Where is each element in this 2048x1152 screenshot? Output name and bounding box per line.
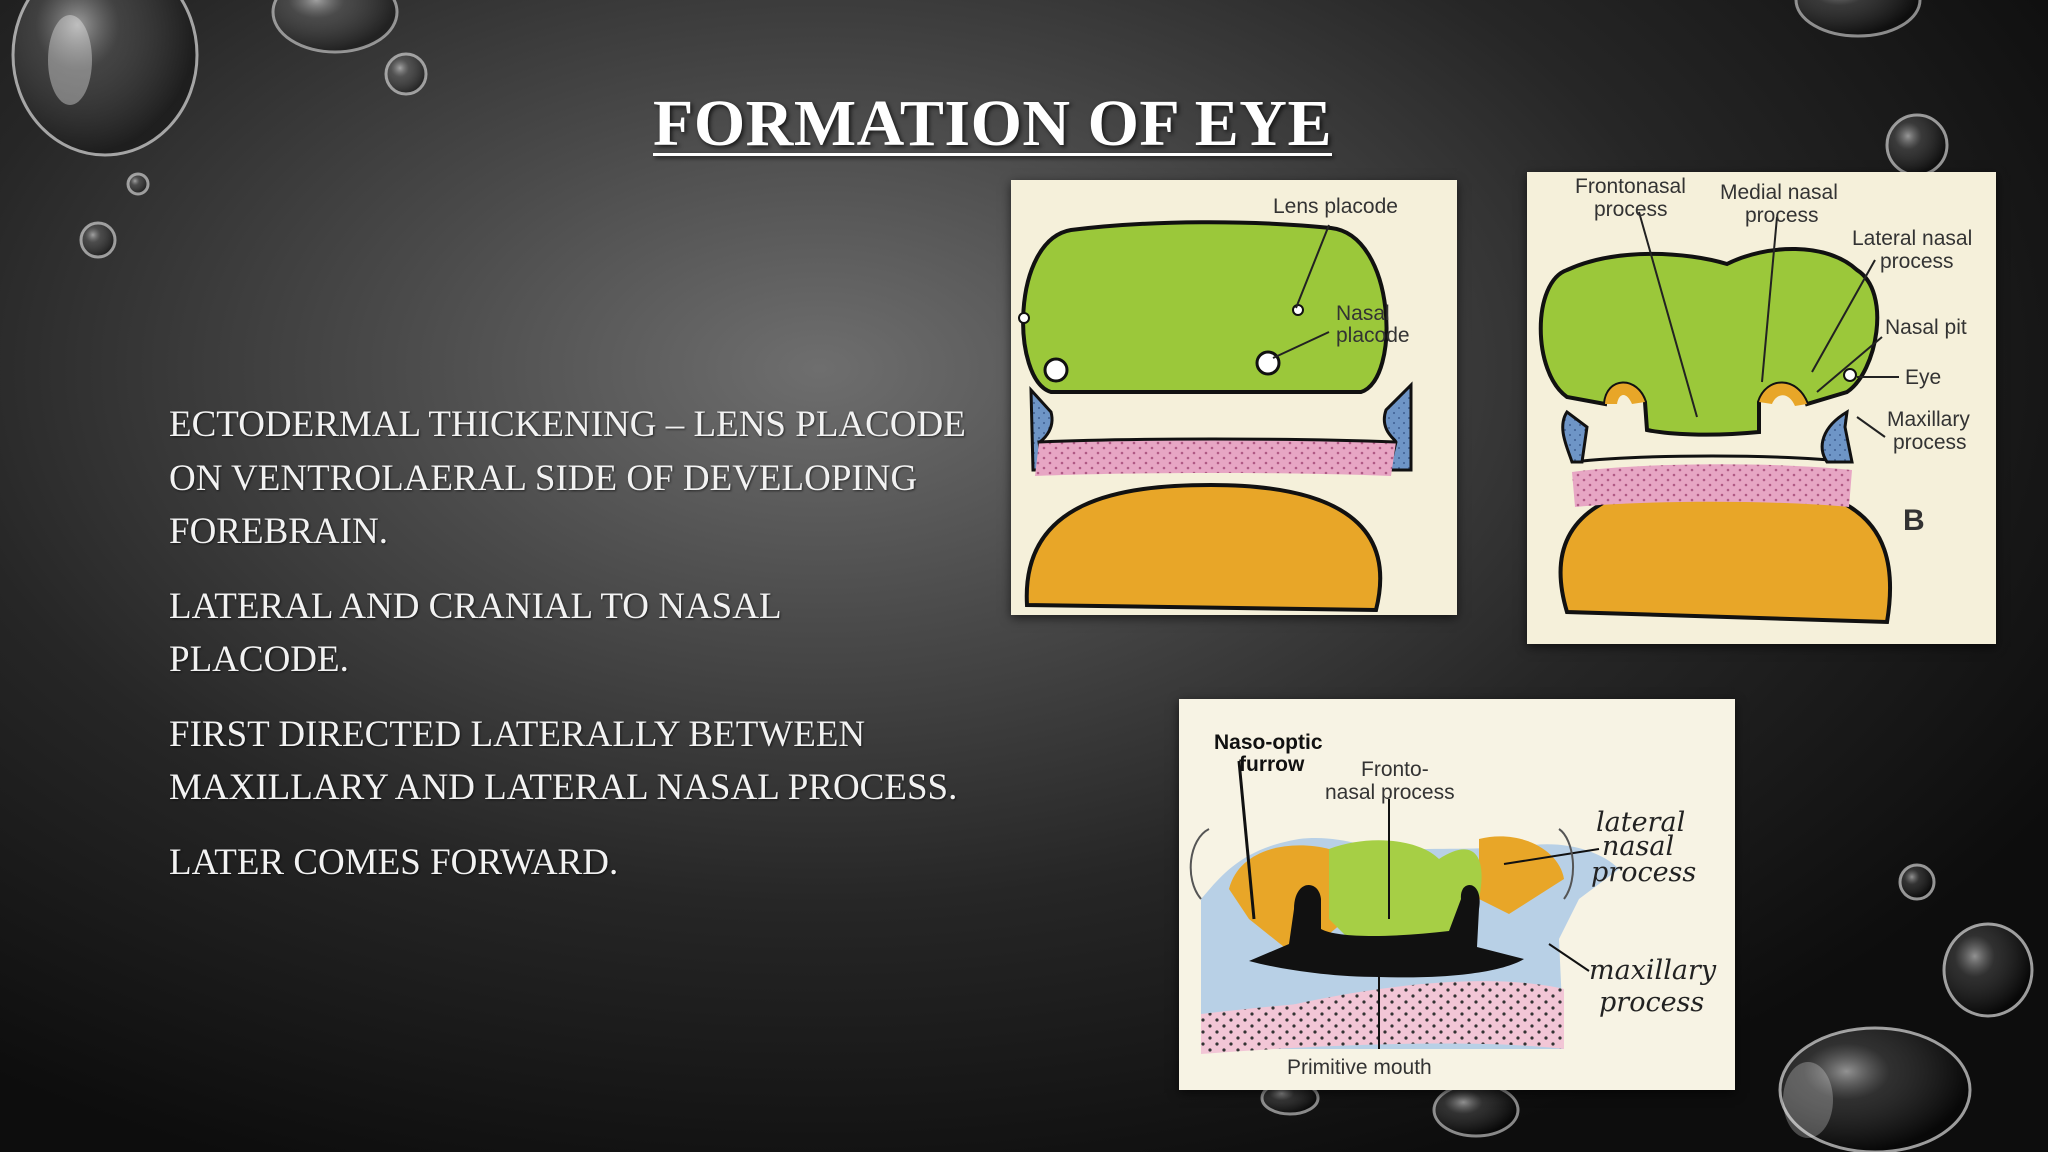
droplet-top-left-small xyxy=(271,0,399,54)
label-eye: Eye xyxy=(1905,366,1941,389)
label-medial-nasal-2: process xyxy=(1745,204,1819,227)
panel-letter: B xyxy=(1903,504,1925,537)
label-frontonasal-c-2: nasal process xyxy=(1325,781,1455,804)
figure-naso-optic-furrow: Naso-optic furrow Fronto- nasal process … xyxy=(1179,699,1735,1090)
label-lateral-nasal-c-3: process xyxy=(1591,857,1696,888)
label-lens-placode: Lens placode xyxy=(1273,195,1398,218)
label-naso-optic-2: furrow xyxy=(1239,753,1305,776)
label-frontonasal-c-1: Fronto- xyxy=(1361,758,1429,781)
figure-nasal-processes: Frontonasal process Medial nasal process… xyxy=(1527,172,1996,644)
label-medial-nasal-1: Medial nasal xyxy=(1720,181,1838,204)
droplet-top-right xyxy=(1794,0,1922,38)
label-nasal-pit: Nasal pit xyxy=(1885,316,1967,339)
label-lateral-nasal-2: process xyxy=(1880,250,1954,273)
slide-title: FORMATION OF EYE xyxy=(653,87,1332,160)
label-nasal-placode-2: placode xyxy=(1336,324,1410,347)
bullet-item: LATERAL AND CRANIAL TO NASAL PLACODE. xyxy=(169,585,781,681)
bullet-list: ECTODERMAL THICKENING – LENS PLACODE ON … xyxy=(169,398,969,910)
label-nasal-placode-1: Nasal xyxy=(1336,302,1390,325)
label-lateral-nasal-c-1: lateral xyxy=(1596,807,1685,838)
bullet-item: ECTODERMAL THICKENING – LENS PLACODE ON … xyxy=(169,404,966,552)
label-primitive-mouth: Primitive mouth xyxy=(1287,1056,1432,1079)
bullet-item: FIRST DIRECTED LATERALLY BETWEEN MAXILLA… xyxy=(169,713,958,809)
figure-lens-placode: Lens placode Nasal placode xyxy=(1011,180,1457,615)
label-maxillary-c-1: maxillary xyxy=(1589,955,1717,986)
label-maxillary-1: Maxillary xyxy=(1887,408,1970,431)
droplet-bottom-right xyxy=(1778,922,2034,1152)
droplet-bottom-center xyxy=(1260,1080,1520,1138)
label-naso-optic-1: Naso-optic xyxy=(1214,731,1323,754)
label-maxillary-2: process xyxy=(1893,431,1967,454)
label-lateral-nasal-1: Lateral nasal xyxy=(1852,227,1972,250)
label-lateral-nasal-c-2: nasal xyxy=(1602,831,1674,862)
label-maxillary-c-2: process xyxy=(1599,987,1704,1018)
bullet-item: LATER COMES FORWARD. xyxy=(169,841,619,883)
label-frontonasal-1: Frontonasal xyxy=(1575,175,1686,198)
label-frontonasal-2: process xyxy=(1594,198,1668,221)
